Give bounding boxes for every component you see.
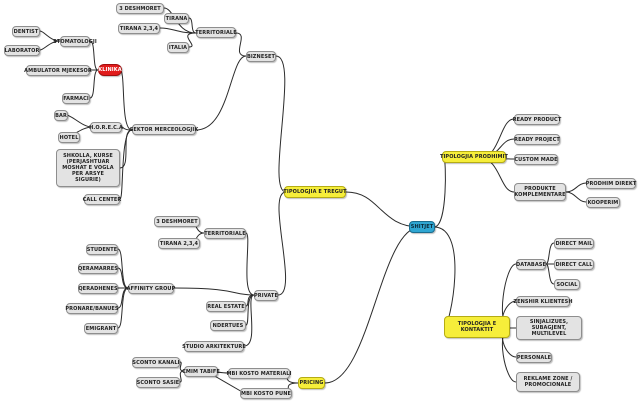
node-ambulator-mjekesor[interactable]: AMBULATOR MJEKESOR — [24, 65, 92, 76]
node-ready-project[interactable]: READY PROJECT — [514, 134, 560, 145]
branch-tipologjia-prodhimit[interactable]: TIPOLOGJIA PRODHIMIT — [440, 151, 508, 163]
node-bizneset[interactable]: BIZNESET — [246, 51, 276, 62]
node-ndertues[interactable]: NDERTUES — [210, 320, 246, 331]
node-teritoriale-biznes[interactable]: TERRITORIALE — [195, 27, 237, 38]
node-qeramarres[interactable]: QERAMARRES — [78, 263, 118, 274]
branch-pricing[interactable]: PRICING — [298, 377, 325, 389]
branch-tipologjia-kontaktit[interactable]: TIPOLOGJIA E KONTAKTIT — [444, 316, 510, 338]
node-mbi-kosto-materiali[interactable]: MBI KOSTO MATERIALI — [226, 368, 291, 379]
center-node-shitjet[interactable]: SHITJET — [409, 221, 435, 233]
node-zenshir-klientesh[interactable]: ZENSHIR KLIENTESH — [513, 296, 573, 307]
node-call-center[interactable]: CALL CENTER — [83, 194, 121, 205]
node-real-estate[interactable]: REAL ESTATE — [206, 301, 246, 312]
node-kooperim[interactable]: KOOPERIM — [586, 197, 620, 208]
node-teritoriale-private[interactable]: TERRITORIALE — [204, 228, 246, 239]
node-tirana-234-biznes[interactable]: TIRANA 2,3,4 — [118, 23, 160, 34]
node-qeradhenes[interactable]: QERADHENES — [78, 283, 118, 294]
node-italia[interactable]: ITALIA — [167, 42, 189, 53]
node-custom-made[interactable]: CUSTOM MADE — [514, 154, 558, 165]
node-laborator[interactable]: LABORATOR — [4, 45, 40, 56]
node-social[interactable]: SOCIAL — [554, 279, 580, 290]
node-farmaci[interactable]: FARMACI — [62, 93, 90, 104]
node-shkolla-kurse[interactable]: SHKOLLA, KURSE (PERJASHTUAR MOSHAT E VOG… — [56, 149, 120, 187]
node-studio-arkitekture[interactable]: STUDIO ARKITEKTURE — [182, 341, 246, 352]
node-mbi-kosto-pune[interactable]: MBI KOSTO PUNE — [240, 388, 292, 399]
node-tirana-234-private[interactable]: TIRANA 2,3,4 — [158, 238, 200, 249]
node-studente[interactable]: STUDENTE — [86, 244, 118, 255]
node-3-deshmoret-biznes[interactable]: 3 DESHMORET — [116, 3, 164, 14]
node-affinity-group[interactable]: AFFINITY GROUP — [127, 283, 175, 294]
node-private[interactable]: PRIVATE — [254, 290, 278, 301]
node-pronare-banues[interactable]: PRONARE/BANUES — [65, 303, 119, 314]
node-horeca[interactable]: H.O.R.E.C.A — [89, 122, 123, 133]
node-sconto-sasie[interactable]: SCONTO SASIE — [136, 377, 180, 388]
node-cmim-tabife[interactable]: CMIM TABIFE — [182, 366, 220, 377]
node-3-deshmoret-private[interactable]: 3 DESHMORET — [154, 216, 200, 227]
node-personale[interactable]: PERSONALE — [516, 352, 552, 363]
node-produkte-komplementare[interactable]: PRODUKTE KOMPLEMENTARE — [514, 183, 566, 201]
branch-tipologjia-tregut[interactable]: TIPOLOGJIA E TREGUT — [283, 186, 346, 198]
node-tirana[interactable]: TIRANA — [164, 13, 189, 24]
node-klinika[interactable]: KLINIKA — [98, 64, 122, 76]
node-dentist[interactable]: DENTIST — [12, 26, 40, 37]
node-emigrant[interactable]: EMIGRANT — [84, 323, 118, 334]
node-hotel[interactable]: HOTEL — [58, 132, 80, 143]
node-database[interactable]: DATABASE — [516, 259, 546, 270]
node-sinjalizues[interactable]: SINJALIZUES, SUBAGJENT, MULTILEVEL — [516, 316, 582, 340]
node-stomatologji[interactable]: STOMATOLOGJI — [53, 36, 97, 47]
node-ready-product[interactable]: READY PRODUCT — [513, 114, 561, 125]
node-sconto-kanali[interactable]: SCONTO KANALI — [132, 357, 180, 368]
node-direct-call[interactable]: DIRECT CALL — [554, 259, 594, 270]
node-sektor-merceologjik[interactable]: SEKTOR MERCEOLOGJIK — [130, 124, 198, 135]
node-bar[interactable]: BAR — [54, 110, 68, 121]
node-direct-mail[interactable]: DIRECT MAIL — [554, 238, 594, 249]
node-prodhim-direkt[interactable]: PRODHIM DIREKT — [586, 178, 636, 189]
node-reklame-zone[interactable]: REKLAME ZONE / PROMOCIONALE — [516, 372, 580, 392]
